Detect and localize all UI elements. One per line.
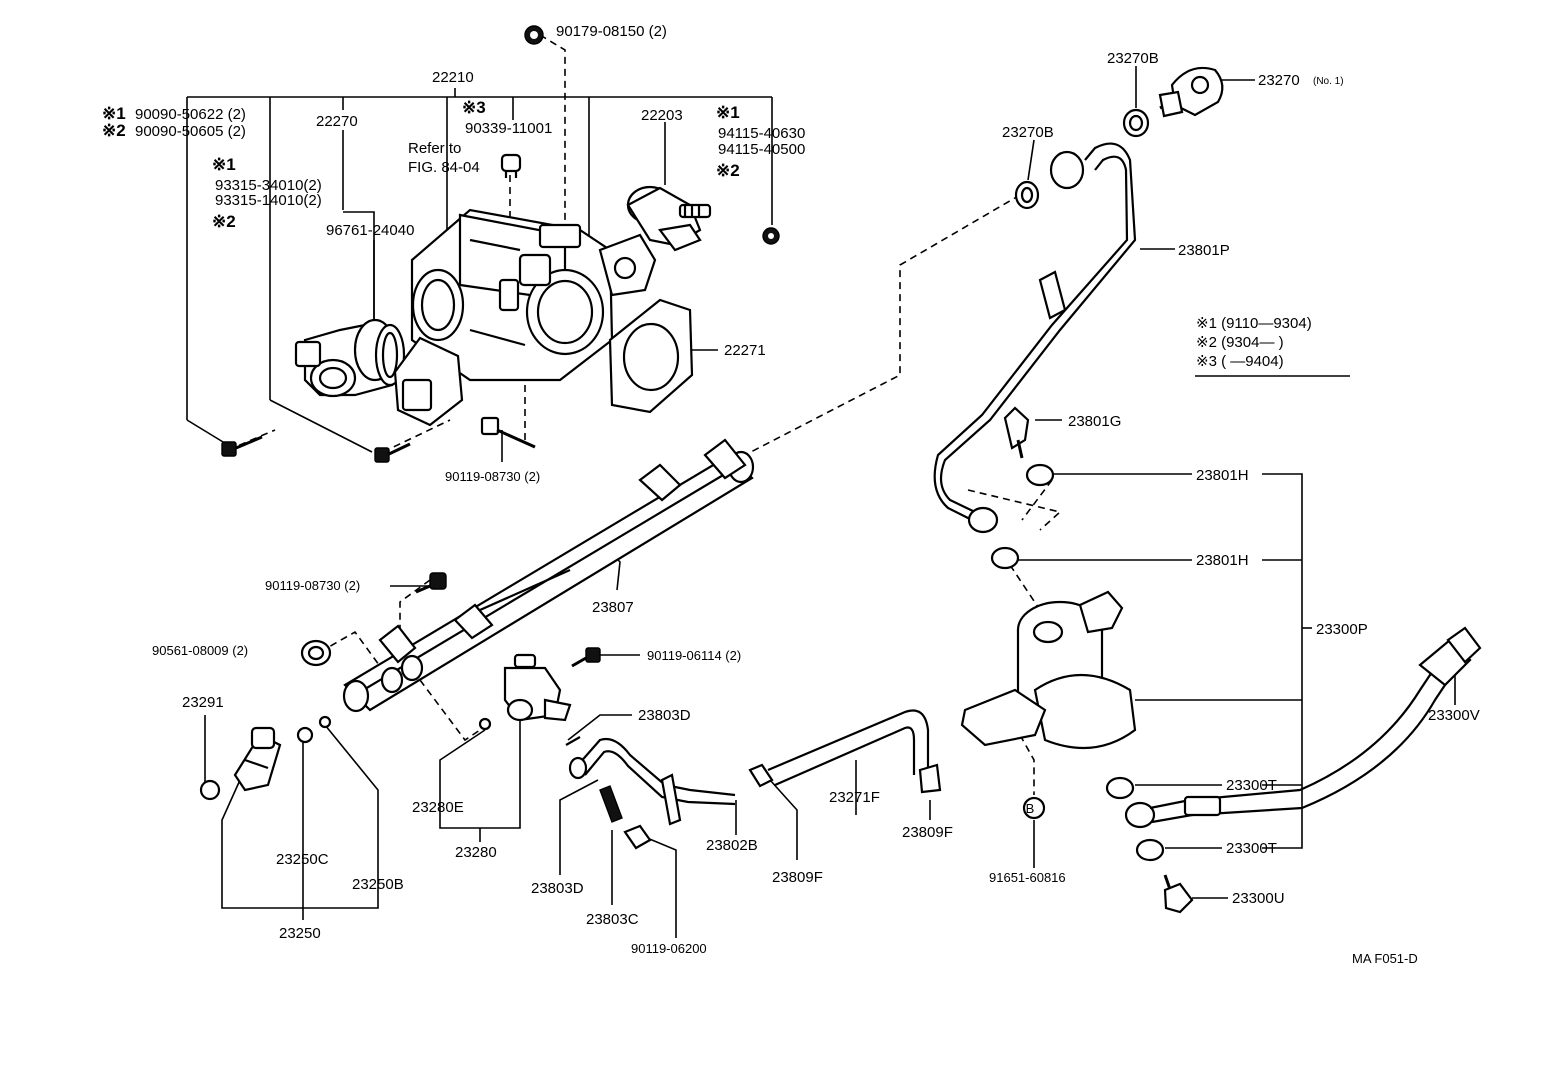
label-fig-ref: FIG. 84-04 — [408, 159, 480, 176]
label-91651-60816: 91651-60816 — [989, 870, 1066, 885]
throttle-sensor-icon — [393, 336, 464, 427]
throttle-gasket-icon — [608, 298, 694, 414]
label-23809F-right: 23809F — [902, 824, 953, 841]
label-90119-08730-lower: 90119-08730 (2) — [445, 469, 540, 484]
label-93315-14010: 93315-14010(2) — [215, 192, 322, 209]
fuel-rail-icon — [342, 438, 755, 713]
label-90339-11001: 90339-11001 — [465, 120, 552, 137]
label-23807: 23807 — [592, 599, 634, 616]
rail-bolt-icon — [415, 572, 447, 594]
label-22210: 22210 — [432, 69, 474, 86]
label-23250C: 23250C — [276, 851, 329, 868]
pressure-regulator-icon — [478, 653, 572, 731]
label-23271F: 23271F — [829, 789, 880, 806]
circle-b-icon — [1022, 796, 1046, 820]
outlet-washer-icon — [1105, 776, 1165, 862]
mark-1: ※1 — [102, 104, 126, 123]
legend-row-3: ※3 ( —9404) — [1196, 353, 1284, 370]
spacer-icon — [300, 639, 332, 667]
label-23300U: 23300U — [1232, 890, 1285, 907]
label-90119-06114: 90119-06114 (2) — [647, 648, 741, 663]
legend-row-1: ※1 (9110—9304) — [1196, 315, 1312, 332]
label-22271: 22271 — [724, 342, 766, 359]
part-labels: 90179-08150 (2) 22210 ※1 90090-50622 (2)… — [102, 23, 1480, 966]
label-23801G: 23801G — [1068, 413, 1121, 430]
mark-2: ※2 — [102, 121, 126, 140]
mark-2: ※2 — [212, 212, 236, 231]
label-90179-08150: 90179-08150 (2) — [556, 23, 667, 40]
label-23300P: 23300P — [1316, 621, 1368, 638]
label-23270-no1: (No. 1) — [1313, 76, 1344, 87]
filter-bolt-icon — [1163, 874, 1194, 914]
hose-clamp-icon — [748, 763, 774, 788]
label-23803D-top: 23803D — [638, 707, 691, 724]
throttle-body-icon — [410, 208, 657, 382]
outlet-hose-icon — [1124, 626, 1482, 829]
label-23809F-left: 23809F — [772, 869, 823, 886]
label-23250B: 23250B — [352, 876, 404, 893]
diagram-code: MA F051-D — [1352, 951, 1418, 966]
label-94115-40630: 94115-40630 — [718, 125, 805, 142]
label-23801H-lower: 23801H — [1196, 552, 1249, 569]
label-96761-24040: 96761-24040 — [326, 222, 414, 239]
label-90090-50622: 90090-50622 (2) — [135, 106, 246, 123]
label-22203: 22203 — [641, 107, 683, 124]
bracket-bolt-icon — [599, 785, 652, 850]
label-93315-34010: 93315-34010(2) — [215, 177, 322, 194]
mark-3: ※3 — [462, 98, 486, 117]
fitting-icon — [1158, 66, 1224, 118]
label-90090-50605: 90090-50605 (2) — [135, 123, 246, 140]
dashpot-icon — [626, 185, 712, 252]
washer-icon — [990, 463, 1055, 570]
leader-lines — [186, 66, 1456, 938]
fuel-pipe-icon — [933, 142, 1137, 534]
label-23291: 23291 — [182, 694, 224, 711]
mark-1: ※1 — [716, 103, 740, 122]
label-23250: 23250 — [279, 925, 321, 942]
legend: ※1 (9110—9304) ※2 (9304— ) ※3 ( —9404) — [1196, 315, 1312, 370]
label-23280E: 23280E — [412, 799, 464, 816]
label-23270B-top: 23270B — [1107, 50, 1159, 67]
label-23300V: 23300V — [1428, 707, 1480, 724]
top-nut-icon — [524, 25, 544, 45]
label-23803D-bottom: 23803D — [531, 880, 584, 897]
union-bolt-icon — [1003, 406, 1030, 459]
cap-icon — [500, 153, 522, 178]
regulator-bolt-icon — [571, 647, 601, 668]
label-circle-b: B — [1026, 801, 1035, 816]
gasket-washer-icon — [1014, 108, 1150, 210]
idle-air-valve-icon — [294, 318, 397, 398]
oring-icon — [199, 779, 221, 801]
bolt-icon — [221, 416, 536, 463]
fuel-filter-icon — [960, 590, 1137, 750]
return-pipe-icon — [565, 736, 736, 826]
label-23300T-upper: 23300T — [1226, 777, 1277, 794]
label-23803C: 23803C — [586, 911, 639, 928]
label-refer-to: Refer to — [408, 140, 461, 157]
label-23300T-lower: 23300T — [1226, 840, 1277, 857]
label-23270: 23270 — [1258, 72, 1300, 89]
label-23802B: 23802B — [706, 837, 758, 854]
label-22270: 22270 — [316, 113, 358, 130]
mark-1: ※1 — [212, 155, 236, 174]
label-23280: 23280 — [455, 844, 497, 861]
label-23801P: 23801P — [1178, 242, 1230, 259]
injector-icon — [233, 715, 332, 792]
label-90119-08730-left: 90119-08730 (2) — [265, 578, 360, 593]
label-23801H-upper: 23801H — [1196, 467, 1249, 484]
fuel-hose-icon — [767, 709, 942, 794]
mark-2: ※2 — [716, 161, 740, 180]
nut-icon — [762, 227, 780, 245]
legend-row-2: ※2 (9304— ) — [1196, 334, 1284, 351]
label-90561-08009: 90561-08009 (2) — [152, 643, 248, 658]
label-94115-40500: 94115-40500 — [718, 141, 805, 158]
label-90119-06200: 90119-06200 — [631, 941, 707, 956]
label-23270B-mid: 23270B — [1002, 124, 1054, 141]
